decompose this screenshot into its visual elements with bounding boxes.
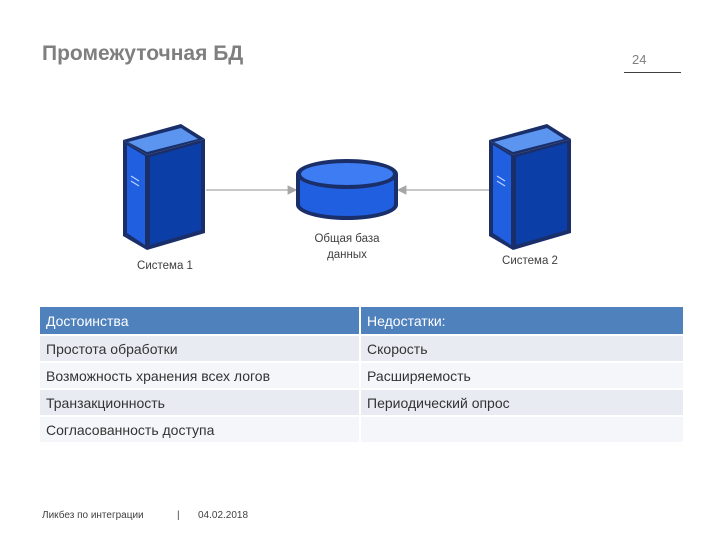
table-row: Транзакционность Периодический опрос bbox=[37, 388, 685, 417]
comparison-table: Достоинства Недостатки: Простота обработ… bbox=[37, 305, 685, 444]
table-header-row: Достоинства Недостатки: bbox=[37, 305, 685, 336]
con-cell bbox=[359, 415, 685, 444]
page-number-rule bbox=[624, 72, 681, 73]
footer-date: 04.02.2018 bbox=[198, 510, 249, 521]
server-2-icon bbox=[489, 124, 571, 250]
page-title: Промежуточная БД bbox=[42, 42, 244, 65]
db-label-line1: Общая база bbox=[314, 233, 380, 245]
system-2-label: Система 2 bbox=[502, 255, 558, 267]
pro-cell: Простота обработки bbox=[37, 334, 362, 363]
architecture-diagram bbox=[123, 124, 571, 250]
header-pros: Достоинства bbox=[37, 305, 362, 336]
pro-cell: Возможность хранения всех логов bbox=[37, 361, 362, 390]
footer-title: Ликбез по интеграции bbox=[42, 510, 144, 521]
database-icon bbox=[296, 159, 398, 220]
pro-cell: Согласованность доступа bbox=[37, 415, 362, 444]
con-cell: Скорость bbox=[359, 334, 685, 363]
footer-separator: | bbox=[177, 510, 180, 521]
server-1-icon bbox=[123, 124, 205, 250]
db-label-line2: данных bbox=[327, 249, 367, 261]
table-row: Простота обработки Скорость bbox=[37, 334, 685, 363]
con-cell: Периодический опрос bbox=[359, 388, 685, 417]
page-number: 24 bbox=[632, 52, 647, 67]
con-cell: Расширяемость bbox=[359, 361, 685, 390]
table-row: Возможность хранения всех логов Расширяе… bbox=[37, 361, 685, 390]
table-row: Согласованность доступа bbox=[37, 415, 685, 444]
pro-cell: Транзакционность bbox=[37, 388, 362, 417]
system-1-label: Система 1 bbox=[137, 260, 193, 272]
header-cons: Недостатки: bbox=[359, 305, 685, 336]
